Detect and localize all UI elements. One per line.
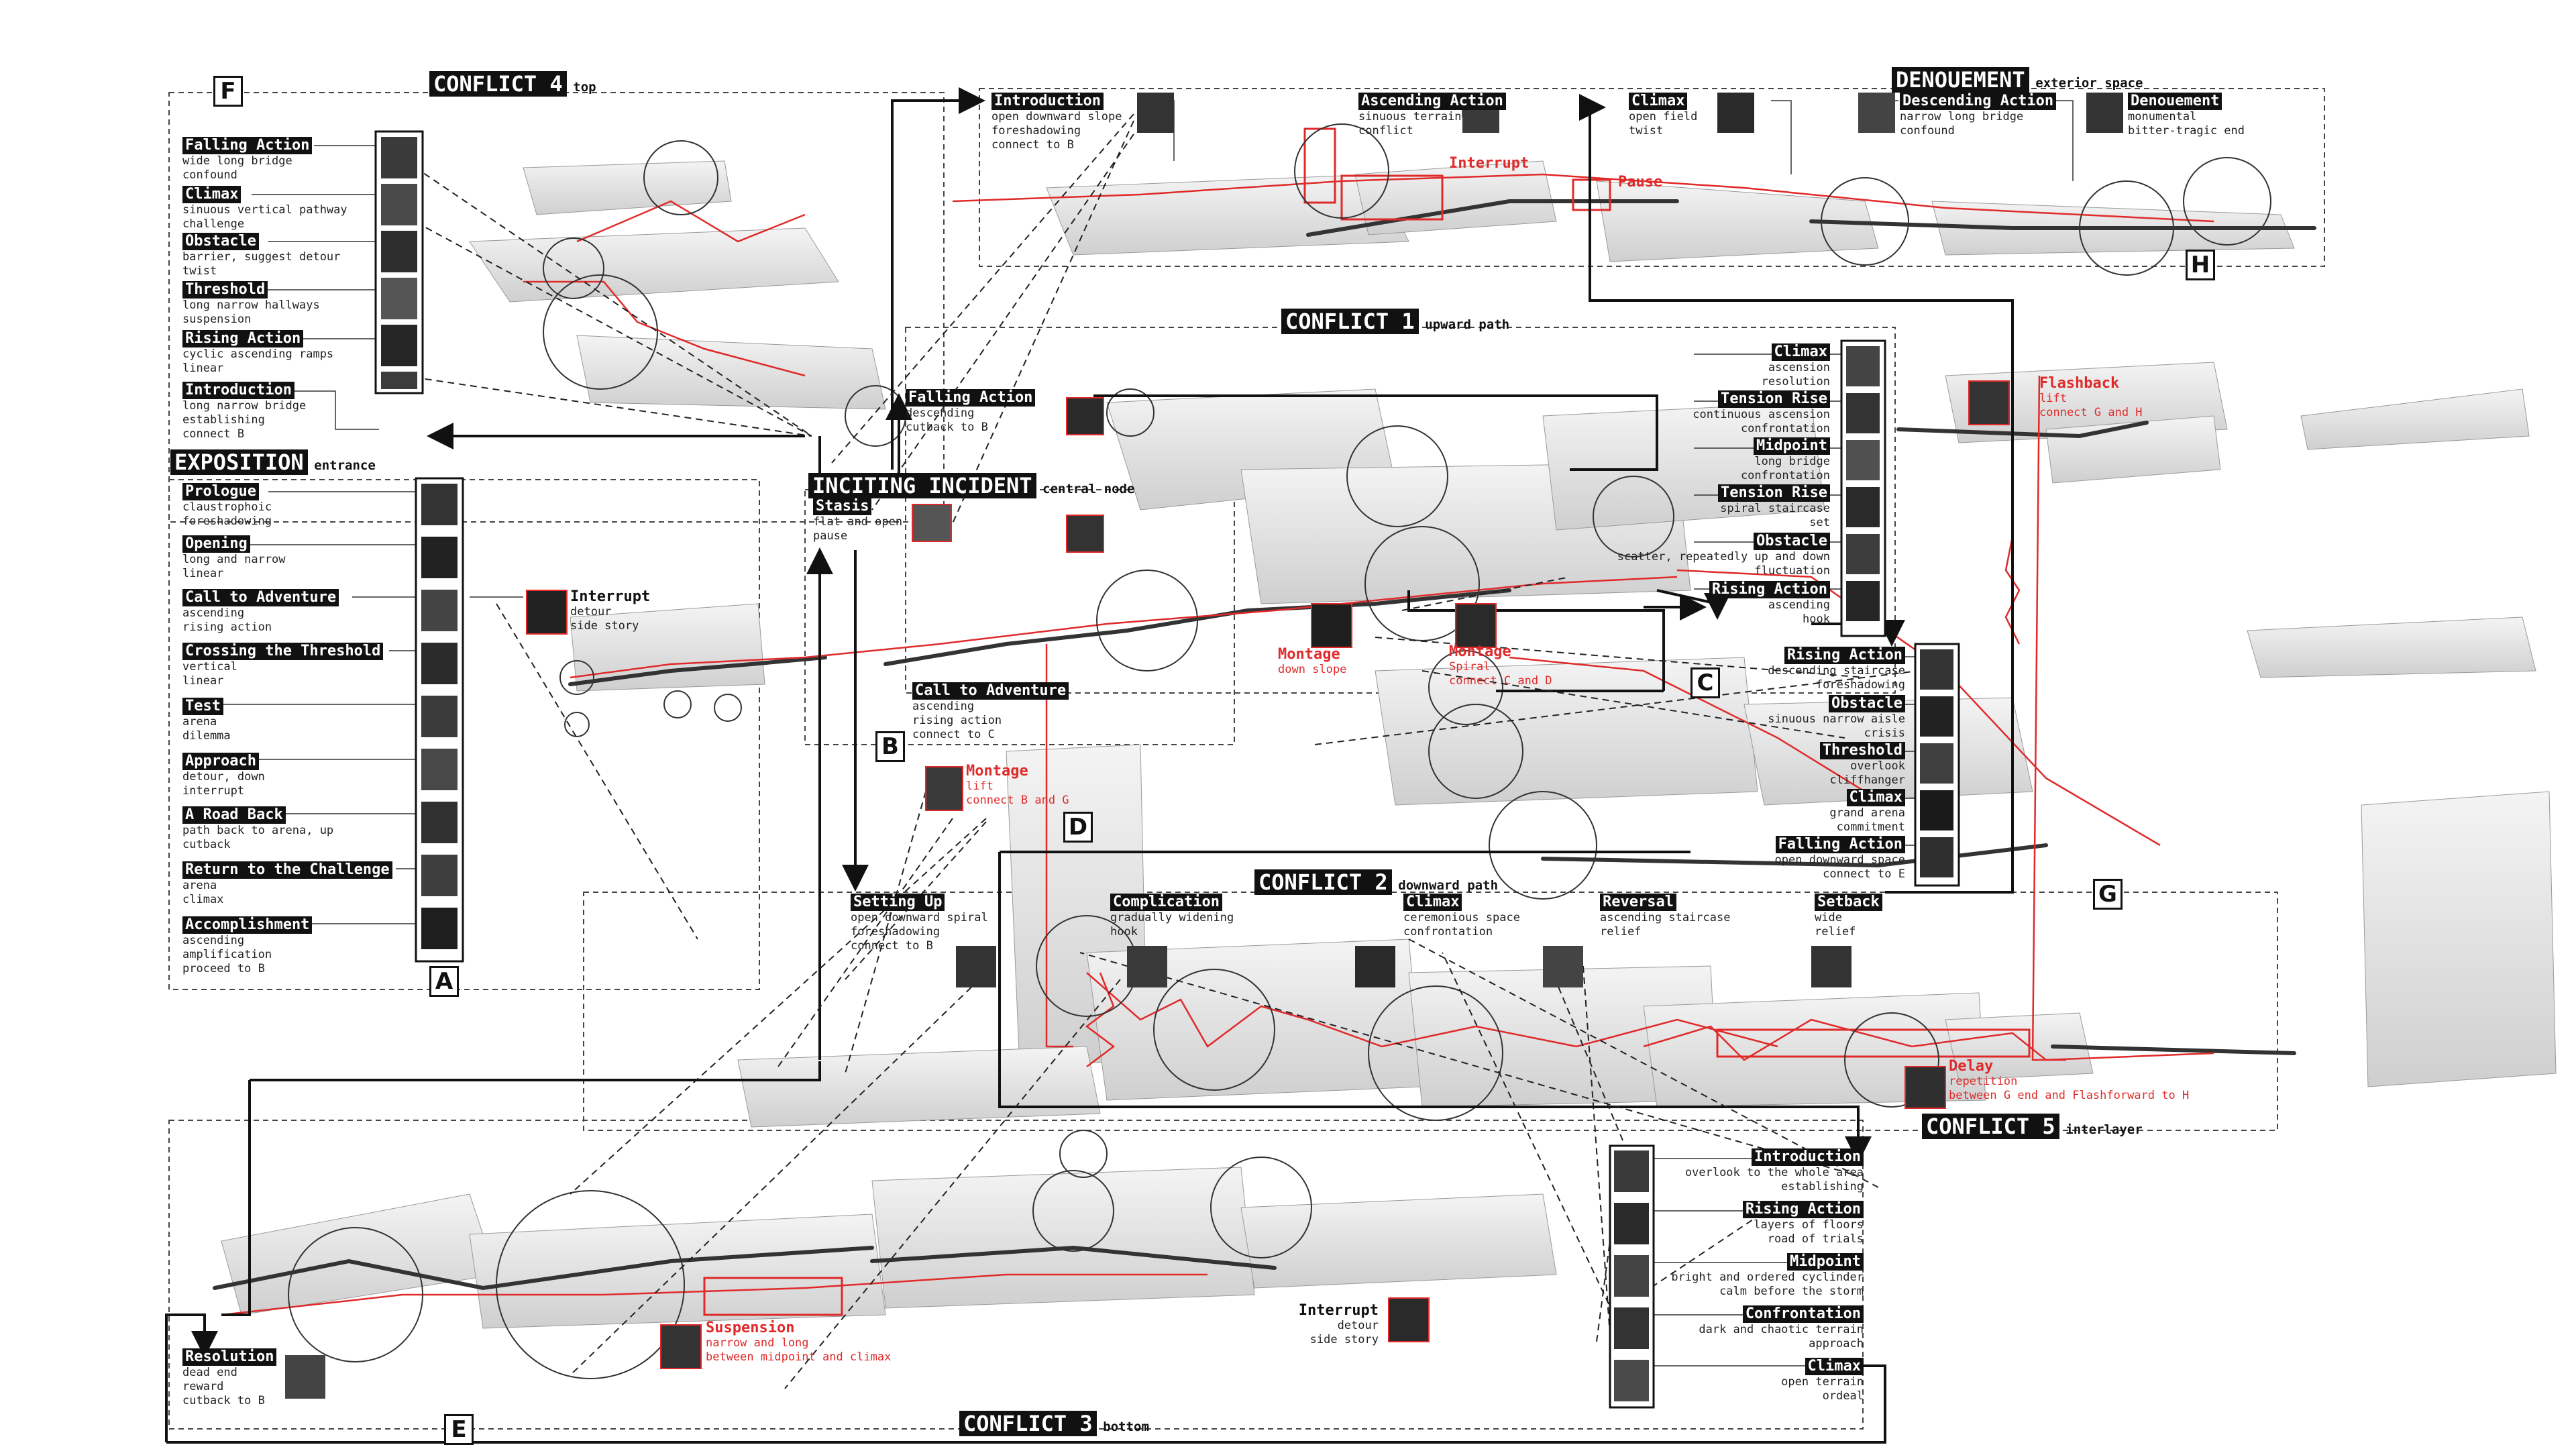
- red-boxes: [703, 127, 2031, 1316]
- zone-title-conflict2: CONFLICT 2 downward path: [1254, 869, 1498, 895]
- zone-title-conflict4: CONFLICT 4 top: [429, 71, 596, 97]
- letter-d: D: [1063, 812, 1093, 843]
- frame-inciting: [804, 489, 1235, 745]
- zone-title-inciting: INCITING INCIDENT central node: [808, 473, 1134, 498]
- letter-c: C: [1690, 667, 1720, 698]
- frame-conflict2: [583, 892, 2278, 1131]
- focus-circles: [288, 123, 2271, 1379]
- red-route: [221, 173, 2214, 1316]
- terrain-grey: [221, 160, 2557, 1329]
- letter-h: H: [2186, 250, 2215, 280]
- black-connectors: [165, 87, 2014, 1444]
- thumbnails: [285, 93, 2123, 1409]
- zone-title-exposition: EXPOSITION entrance: [170, 449, 376, 475]
- letter-a: A: [429, 966, 459, 997]
- letter-f: F: [213, 76, 243, 107]
- letter-g: G: [2093, 879, 2123, 910]
- stage-den-pause: Pause: [1618, 174, 1663, 191]
- zone-title-denouement: DENOUEMENT exterior space: [1892, 67, 2143, 93]
- terrain-dark: [213, 199, 2316, 1291]
- zone-title-conflict1: CONFLICT 1 upward path: [1281, 309, 1509, 334]
- letter-e: E: [444, 1414, 474, 1445]
- letter-b: B: [875, 731, 905, 762]
- dashed-connectors: [395, 113, 1919, 1389]
- zone-title-conflict5: CONFLICT 5 interlayer: [1922, 1114, 2143, 1139]
- frame-exposition: [168, 479, 760, 990]
- zone-title-conflict3: CONFLICT 3 bottom: [959, 1411, 1149, 1436]
- frame-conflict1: [905, 327, 1896, 694]
- stage-den-interrupt: Interrupt: [1449, 155, 1529, 172]
